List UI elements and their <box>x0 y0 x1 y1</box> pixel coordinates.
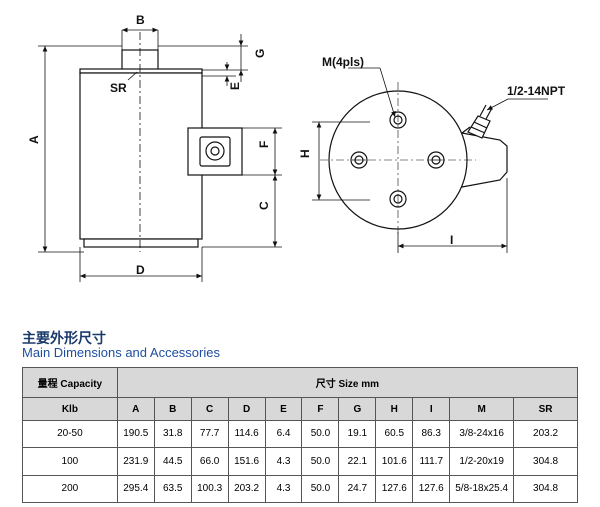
column-header: H <box>375 397 414 421</box>
table-cell: 203.2 <box>513 419 578 449</box>
column-header: A <box>116 397 155 421</box>
table-cell: 6.4 <box>264 419 303 449</box>
table-cell: 44.5 <box>153 447 192 476</box>
table-cell: 63.5 <box>153 474 192 504</box>
cell-body <box>79 72 203 240</box>
table-cell: 50.0 <box>301 419 340 449</box>
label-E: E <box>228 82 242 90</box>
label-F: F <box>257 141 271 148</box>
column-header: F <box>301 397 340 421</box>
table-cell: 1/2-20x19 <box>449 447 515 476</box>
capacity-header: 量程 Capacity <box>22 366 118 399</box>
table-cell: 151.6 <box>227 447 266 476</box>
label-H: H <box>298 149 312 158</box>
table-cell: 22.1 <box>338 447 377 476</box>
bottom-view <box>320 82 508 236</box>
table-cell: 304.8 <box>513 447 578 476</box>
size-header: 尺寸 Size mm <box>116 366 579 399</box>
column-header: SR <box>513 397 578 421</box>
column-header: C <box>190 397 229 421</box>
table-cell: 114.6 <box>227 419 266 449</box>
table-cell: 203.2 <box>227 474 266 504</box>
column-header: I <box>412 397 451 421</box>
unit-header: Klb <box>22 397 118 421</box>
section-heading-cn: 主要外形尺寸 <box>22 331 106 347</box>
table-cell: 5/8-18x25.4 <box>449 474 515 504</box>
table-cell: 190.5 <box>116 419 155 449</box>
table-cell: 66.0 <box>190 447 229 476</box>
label-G: G <box>253 49 267 58</box>
label-D: D <box>136 263 145 277</box>
label-B: B <box>136 13 145 27</box>
label-A: A <box>27 135 41 144</box>
table-row: 100 231.9 44.5 66.0 151.6 4.3 50.0 22.1 … <box>22 447 578 476</box>
table-cell: 24.7 <box>338 474 377 504</box>
table-row: 20-50 190.5 31.8 77.7 114.6 6.4 50.0 19.… <box>22 419 578 449</box>
table-cell: 100.3 <box>190 474 229 504</box>
label-I: I <box>450 233 453 247</box>
capacity-cell: 100 <box>22 447 118 476</box>
table-cell: 19.1 <box>338 419 377 449</box>
table-cell: 304.8 <box>513 474 578 504</box>
column-header: M <box>449 397 515 421</box>
column-header: D <box>227 397 266 421</box>
table-cell: 50.0 <box>301 447 340 476</box>
table-column-row: Klb A B C D E F G H I M SR <box>22 397 578 421</box>
table-cell: 101.6 <box>375 447 414 476</box>
table-cell: 31.8 <box>153 419 192 449</box>
technical-drawing: B G SR E A F C D M(4pls) 1/2-14NPT H I <box>27 13 566 282</box>
label-SR: SR <box>110 81 127 95</box>
column-header: E <box>264 397 303 421</box>
label-M: M(4pls) <box>322 55 364 69</box>
label-C: C <box>257 201 271 210</box>
table-cell: 86.3 <box>412 419 451 449</box>
table-cell: 4.3 <box>264 474 303 504</box>
table-header-row: 量程 Capacity 尺寸 Size mm <box>22 366 579 399</box>
table-cell: 60.5 <box>375 419 414 449</box>
side-view <box>79 32 243 252</box>
table-cell: 231.9 <box>116 447 155 476</box>
cell-base <box>83 238 199 248</box>
table-cell: 295.4 <box>116 474 155 504</box>
table-cell: 3/8-24x16 <box>449 419 515 449</box>
column-header: G <box>338 397 377 421</box>
table-row: 200 295.4 63.5 100.3 203.2 4.3 50.0 24.7… <box>22 474 578 504</box>
table-cell: 50.0 <box>301 474 340 504</box>
capacity-cell: 200 <box>22 474 118 504</box>
table-cell: 127.6 <box>412 474 451 504</box>
section-heading-en: Main Dimensions and Accessories <box>22 345 220 360</box>
table-cell: 77.7 <box>190 419 229 449</box>
table-cell: 4.3 <box>264 447 303 476</box>
dimensions-table: 量程 Capacity 尺寸 Size mm Klb A B C D E F G… <box>22 366 579 504</box>
bottom-dimensions <box>312 67 548 253</box>
label-NPT: 1/2-14NPT <box>507 84 566 98</box>
column-header: B <box>153 397 192 421</box>
table-cell: 111.7 <box>412 447 451 476</box>
table-cell: 127.6 <box>375 474 414 504</box>
capacity-cell: 20-50 <box>22 419 118 449</box>
side-dimensions <box>38 27 282 282</box>
